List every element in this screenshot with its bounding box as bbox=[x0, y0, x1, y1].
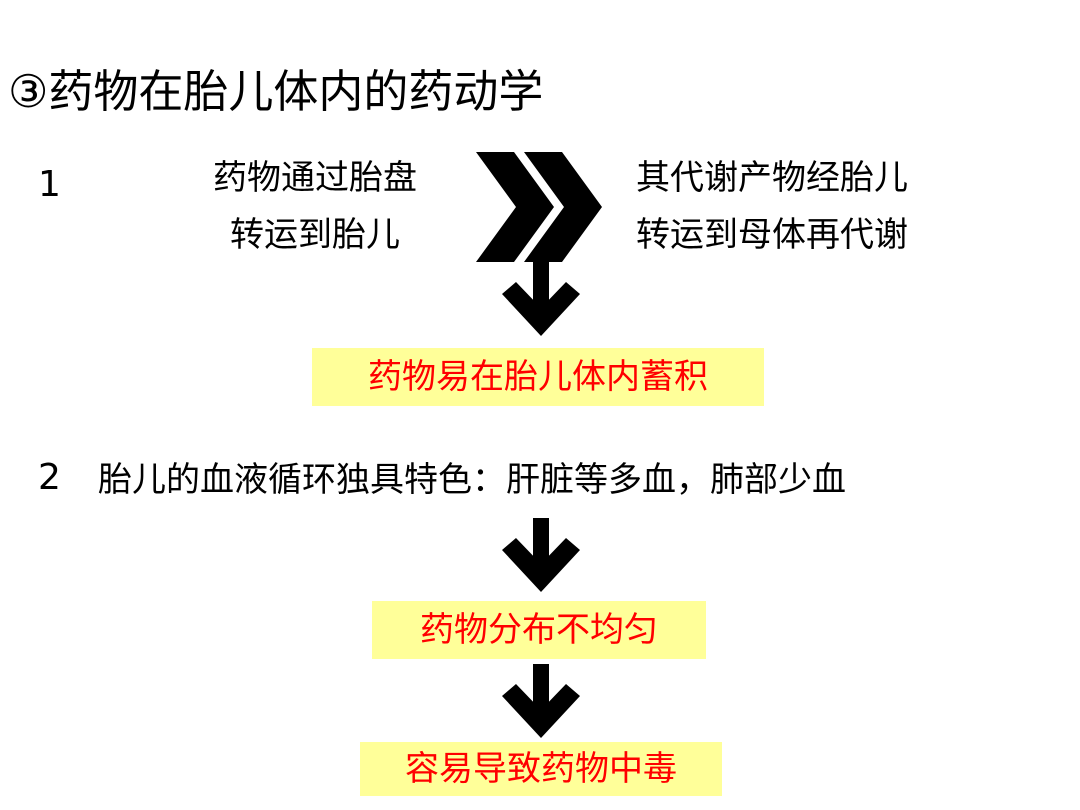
down-arrow-icon bbox=[502, 518, 580, 592]
section-2-text: 胎儿的血液循环独具特色：肝脏等多血，肺部少血 bbox=[98, 460, 846, 500]
down-arrow-icon bbox=[502, 262, 580, 336]
result-box-poisoning: 容易导致药物中毒 bbox=[360, 742, 722, 796]
section-2-number: 2 bbox=[38, 457, 61, 498]
section-1-right-line2: 转运到母体再代谢 bbox=[636, 215, 908, 255]
page-title: ③药物在胎儿体内的药动学 bbox=[8, 65, 544, 118]
result-box-accumulation: 药物易在胎儿体内蓄积 bbox=[312, 348, 764, 406]
section-1-left-line2: 转运到胎儿 bbox=[230, 215, 400, 255]
result-box-distribution: 药物分布不均匀 bbox=[372, 601, 706, 659]
section-1-left-line1: 药物通过胎盘 bbox=[213, 158, 417, 198]
section-1-number: 1 bbox=[38, 164, 61, 205]
double-chevron-right-icon bbox=[476, 152, 602, 262]
down-arrow-icon bbox=[502, 664, 580, 738]
section-1-right-line1: 其代谢产物经胎儿 bbox=[636, 158, 908, 198]
